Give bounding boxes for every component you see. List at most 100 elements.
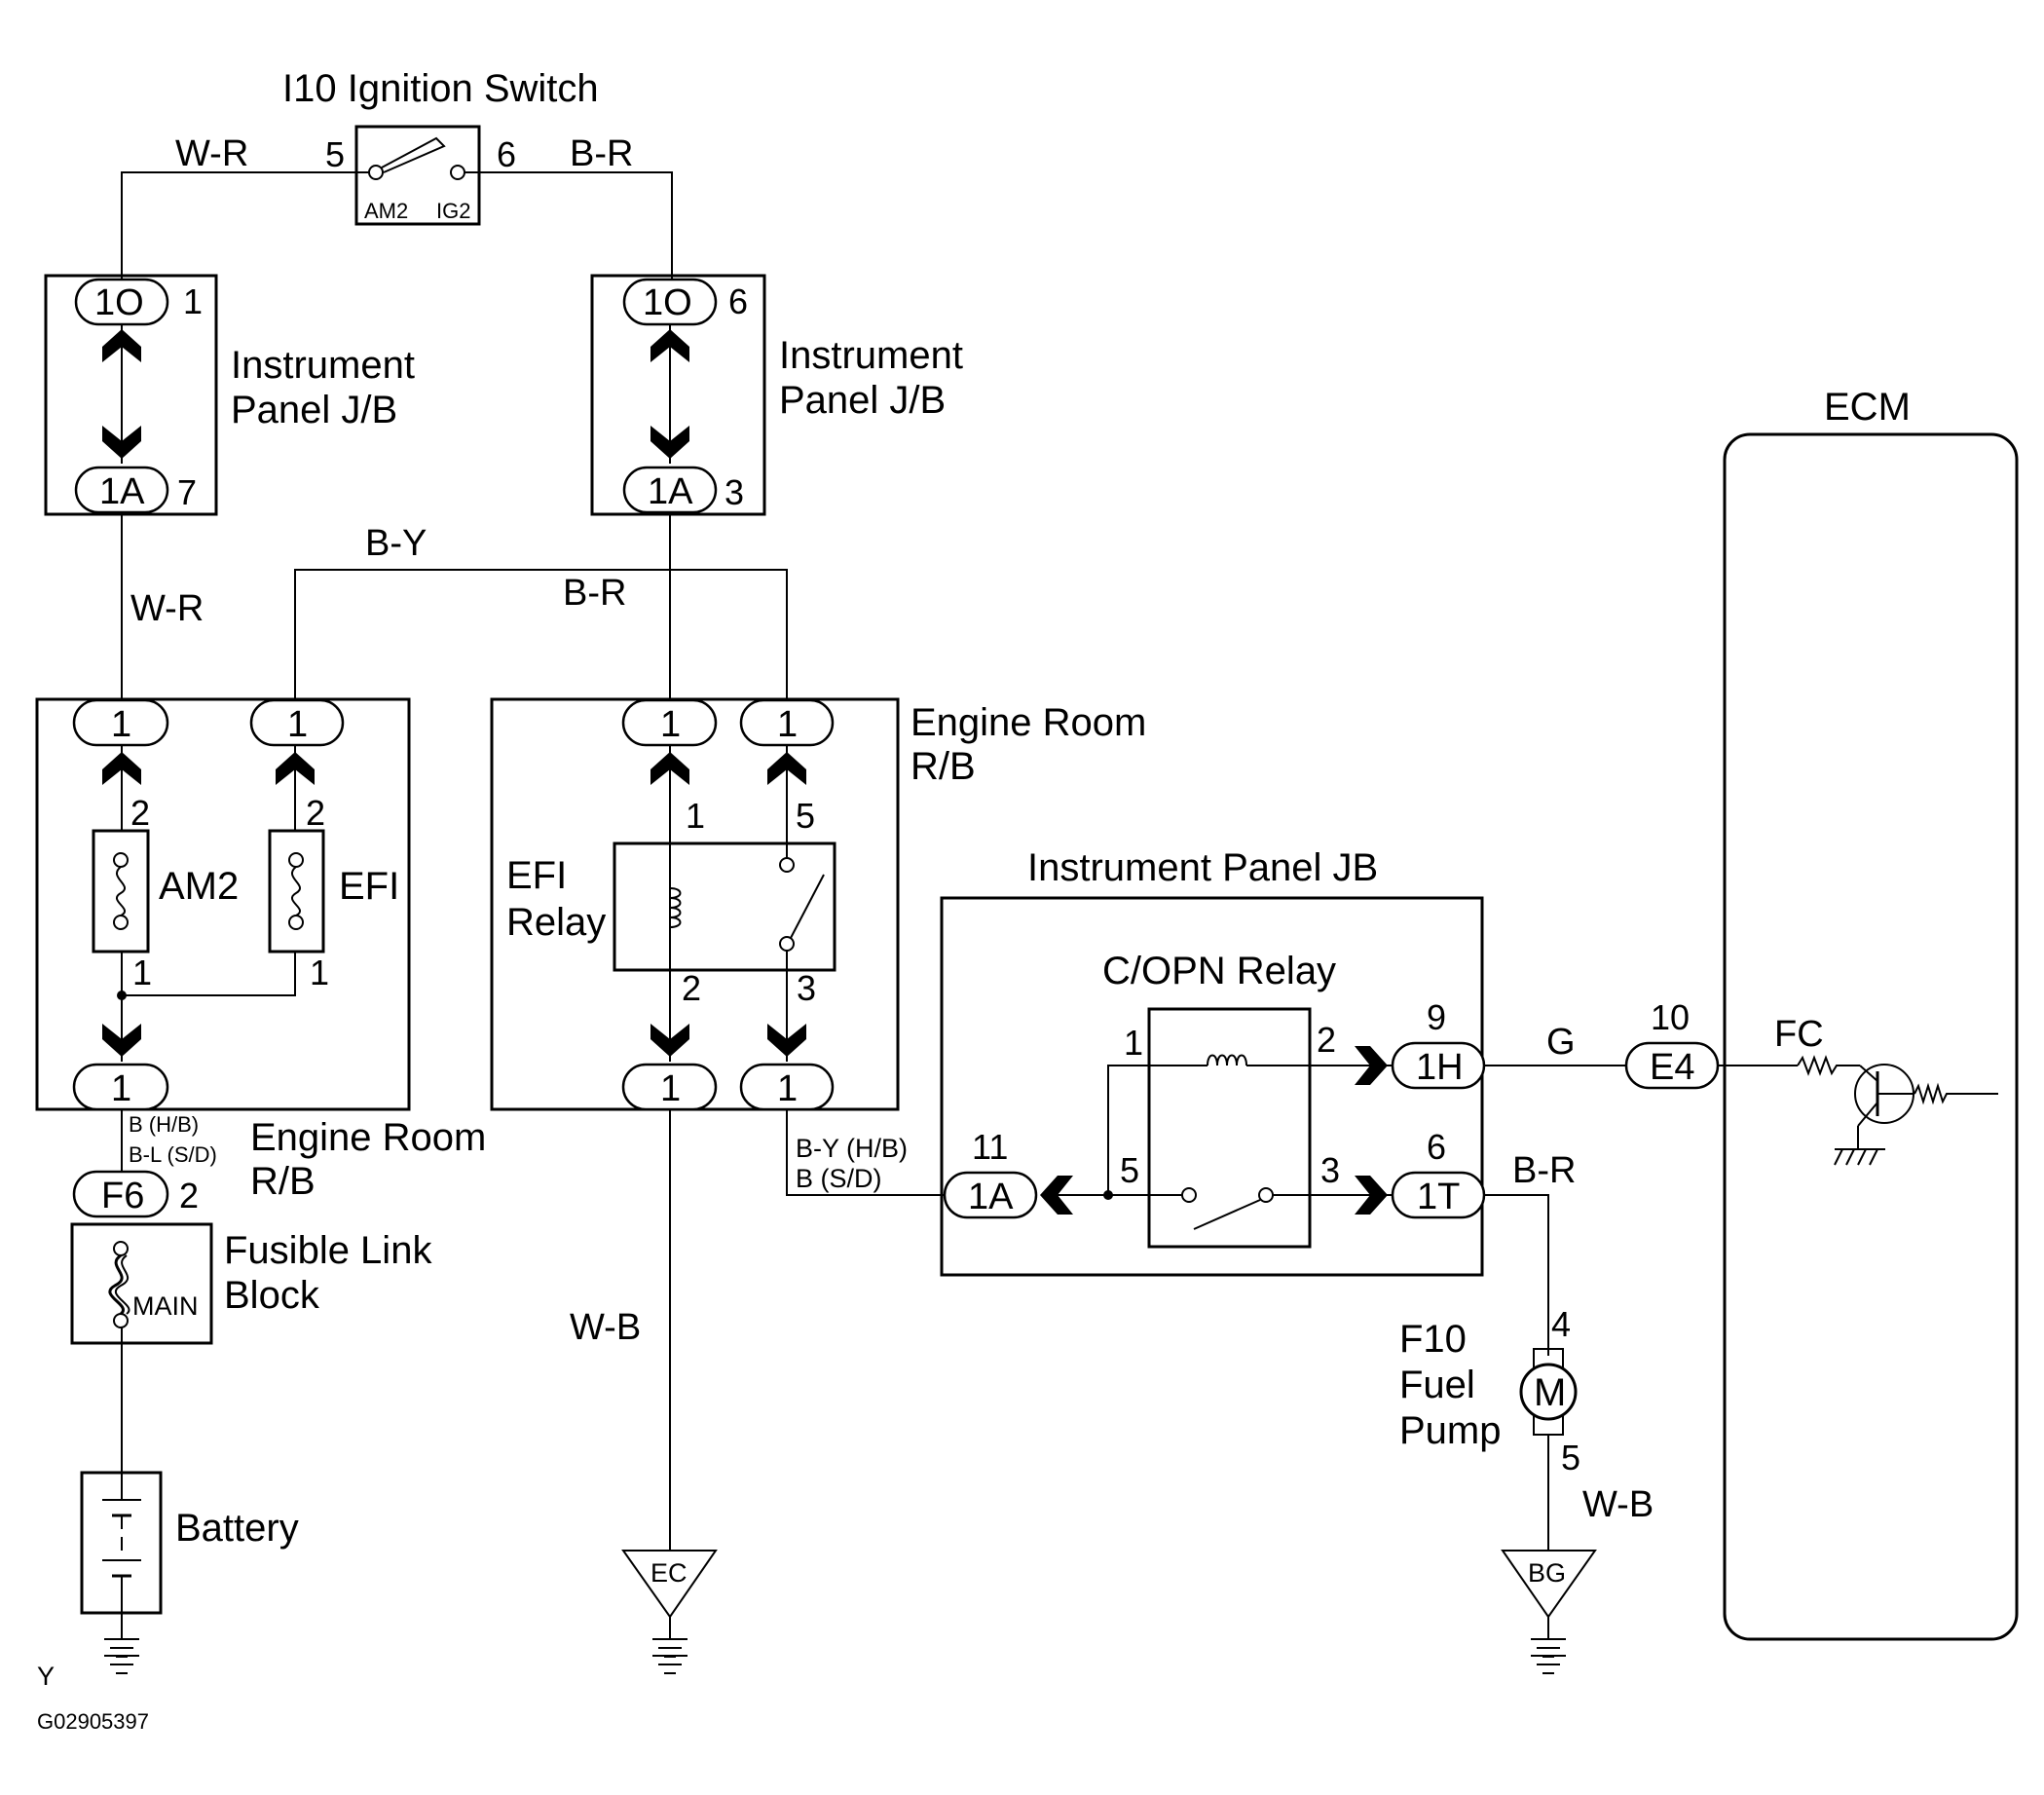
fuel-pump: M F10 Fuel Pump 5 (1399, 1318, 1580, 1477)
conn-1a-right: 1A (648, 471, 693, 512)
fuse-am2-label: AM2 (159, 865, 239, 908)
wire-label-w-r-top: W-R (175, 133, 248, 174)
ip-jb-right-label-2: Panel J/B (779, 379, 946, 422)
pin-10-e4: 10 (1651, 997, 1690, 1037)
ecm-label: ECM (1824, 386, 1911, 429)
fusible-link-label-1: Fusible Link (224, 1229, 432, 1272)
conn-1-relay-a-top: 1 (660, 704, 681, 745)
footer-code: G02905397 (37, 1709, 149, 1734)
pin-3-ipjb-right: 3 (725, 472, 744, 512)
conn-1t: 1T (1417, 1177, 1460, 1217)
conn-e4: E4 (1650, 1047, 1694, 1088)
wire-label-b-r-top: B-R (570, 133, 633, 174)
pin-6-copn: 6 (1427, 1127, 1446, 1167)
fuse-main-label: MAIN (132, 1291, 199, 1321)
fuel-pump-label-1: F10 (1399, 1318, 1467, 1361)
pin-1-copn: 1 (1124, 1023, 1143, 1063)
ign-pin-6: 6 (497, 134, 516, 174)
copn-relay-label: C/OPN Relay (1102, 950, 1336, 992)
ip-jb-left-label-1: Instrument (231, 344, 415, 387)
conn-1o-left: 1O (94, 282, 144, 323)
conn-1-am2-bottom: 1 (111, 1068, 131, 1109)
ec-ground-icon (651, 1638, 688, 1658)
pin-5-pump: 5 (1561, 1438, 1580, 1477)
bg-ground-icon (1530, 1638, 1567, 1658)
conn-1h: 1H (1416, 1047, 1464, 1088)
ignition-switch-title: I10 Ignition Switch (282, 67, 599, 110)
pin-1-ipjb-left: 1 (183, 281, 203, 321)
fuse-efi-label: EFI (339, 865, 399, 908)
wire-label-b-r-pump: B-R (1512, 1150, 1576, 1191)
ign-pin-5: 5 (325, 134, 345, 174)
ip-jb-copn-label: Instrument Panel JB (1027, 846, 1378, 889)
wire-label-w-r-mid: W-R (130, 588, 204, 629)
conn-1-relay-b-top: 1 (777, 704, 798, 745)
ground-bg: BG (1501, 1550, 1597, 1674)
battery: Battery (80, 1471, 299, 1615)
pin-2-copn: 2 (1317, 1020, 1336, 1060)
conn-1-relay-b-bottom: 1 (777, 1068, 798, 1109)
ec-ground-icon-2 (651, 1655, 688, 1674)
engine-room-rb-left-label-1: Engine Room (250, 1116, 486, 1159)
pin-1-efi: 1 (310, 953, 329, 992)
ground-ec: EC (621, 1550, 718, 1674)
ip-jb-left-label-2: Panel J/B (231, 389, 397, 431)
pin-5-efi-relay: 5 (796, 796, 815, 836)
battery-ground-icon-2 (103, 1655, 140, 1674)
pin-3-copn: 3 (1320, 1150, 1340, 1190)
pin-5-copn: 5 (1120, 1150, 1139, 1190)
fusible-link-label-2: Block (224, 1274, 320, 1317)
wire-label-w-b-ec: W-B (570, 1307, 641, 1348)
pin-7-ipjb-left: 7 (177, 472, 197, 512)
engine-room-rb-left: 1 1 2 AM2 1 2 EFI 1 1 (35, 697, 411, 1111)
fuel-pump-label-2: Fuel (1399, 1364, 1475, 1406)
fusible-link-block: MAIN Fusible Link Block (70, 1222, 432, 1345)
ign-am2-label: AM2 (364, 199, 408, 223)
ip-jb-copn: Instrument Panel JB C/OPN Relay 1 2 5 3 … (940, 846, 1486, 1277)
conn-1-efi-top: 1 (287, 704, 308, 745)
footer-y: Y (37, 1662, 55, 1691)
pin-1-am2: 1 (132, 953, 152, 992)
wire-label-b-r-mid: B-R (563, 573, 626, 614)
wire-label-b-y: B-Y (365, 523, 427, 564)
engine-room-rb-left-label-2: R/B (250, 1160, 316, 1203)
wire-label-b-sd: B (S/D) (796, 1164, 882, 1193)
ground-ec-label: EC (650, 1558, 688, 1588)
engine-room-rb-right: 1 1 Engine Room R/B 1 2 5 3 EFI Relay 1 … (490, 697, 1146, 1111)
pin-2-efi-relay: 2 (682, 968, 701, 1008)
ign-ig2-label: IG2 (436, 199, 470, 223)
wire-label-b-y-hb: B-Y (H/B) (796, 1134, 908, 1163)
battery-label: Battery (175, 1507, 299, 1550)
pin-4-pump: 4 (1551, 1304, 1571, 1344)
efi-relay-label-2: Relay (506, 901, 606, 944)
pin-6-ipjb-right: 6 (728, 281, 748, 321)
pin-3-efi-relay: 3 (797, 968, 816, 1008)
pin-2-f6: 2 (179, 1176, 199, 1215)
ip-jb-right-label-1: Instrument (779, 334, 963, 377)
battery-ground-icon (103, 1638, 140, 1658)
conn-1-relay-a-bottom: 1 (660, 1068, 681, 1109)
ecm: ECM FC (1718, 386, 2019, 1641)
pin-2-am2: 2 (130, 793, 150, 833)
pin-9-copn: 9 (1427, 997, 1446, 1037)
pin-1-efi-relay: 1 (686, 796, 705, 836)
conn-1a-left: 1A (99, 471, 145, 512)
ip-jb-right: 1O 6 1A 3 Instrument Panel J/B (590, 274, 963, 516)
engine-room-rb-right-label-2: R/B (911, 745, 976, 788)
pin-11-copn: 11 (972, 1127, 1008, 1167)
conn-1a-copn: 1A (968, 1177, 1014, 1217)
ip-jb-left: 1O 1 1A 7 Instrument Panel J/B (44, 274, 415, 516)
engine-room-rb-right-label-1: Engine Room (911, 701, 1146, 744)
pin-2-efi: 2 (306, 793, 325, 833)
ecm-fc-label: FC (1774, 1014, 1824, 1055)
wire-label-w-b-bg: W-B (1582, 1484, 1654, 1525)
ground-bg-label: BG (1528, 1558, 1566, 1588)
fuel-pump-motor-label: M (1534, 1371, 1566, 1414)
conn-1o-right: 1O (643, 282, 692, 323)
wire-label-g: G (1546, 1022, 1576, 1063)
efi-relay-label-1: EFI (506, 854, 567, 897)
conn-1-am2-top: 1 (111, 704, 131, 745)
conn-f6: F6 (101, 1176, 144, 1216)
wire-label-b-l-sd: B-L (S/D) (129, 1142, 217, 1167)
